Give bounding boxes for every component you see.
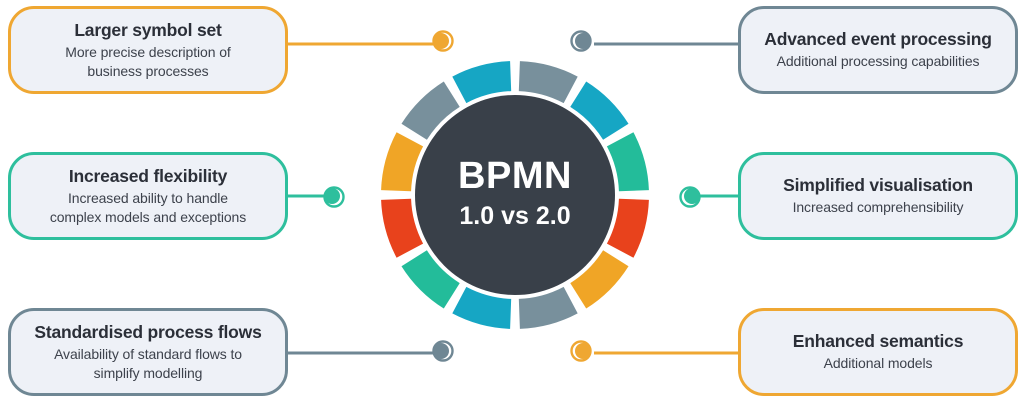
donut-segment <box>452 286 512 329</box>
card-subtitle: More precise description of business pro… <box>65 43 230 80</box>
connector-standardised-process-flows <box>288 340 454 362</box>
donut-segment <box>401 81 460 140</box>
card-subtitle-line2: simplify modelling <box>93 364 203 381</box>
card-subtitle: Additional processing capabilities <box>777 52 980 70</box>
central-donut: BPMN 1.0 vs 2.0 <box>377 57 653 333</box>
donut-svg <box>381 61 649 329</box>
donut-segment <box>452 61 512 104</box>
card-subtitle: Additional models <box>824 354 933 372</box>
donut-segment <box>381 132 424 192</box>
connector-increased-flexibility <box>288 186 345 208</box>
card-title: Larger symbol set <box>74 19 222 40</box>
card-title: Advanced event processing <box>764 29 992 50</box>
card-larger-symbol-set[interactable]: Larger symbol set More precise descripti… <box>8 6 288 94</box>
card-subtitle-line1: Additional processing capabilities <box>776 53 980 70</box>
donut-segment <box>518 286 578 329</box>
card-title: Standardised process flows <box>34 321 262 342</box>
card-title: Simplified visualisation <box>783 175 973 196</box>
card-subtitle-line2: complex models and exceptions <box>49 208 247 225</box>
donut-segment <box>518 61 578 104</box>
card-title: Increased flexibility <box>68 165 228 186</box>
card-advanced-event-processing[interactable]: Advanced event processing Additional pro… <box>738 6 1018 94</box>
card-subtitle-line1: Availability of standard flows to <box>54 346 242 363</box>
donut-hub-circle <box>415 95 615 295</box>
card-standardised-process-flows[interactable]: Standardised process flows Availability … <box>8 308 288 396</box>
donut-segment <box>381 198 424 258</box>
connector-simplified-visualisation <box>679 186 738 208</box>
donut-segment <box>606 198 649 258</box>
connector-advanced-event-processing <box>570 30 738 52</box>
donut-segment <box>401 250 460 309</box>
donut-segment <box>570 250 629 309</box>
card-subtitle-line1: Increased comprehensibility <box>792 199 964 216</box>
donut-segment <box>606 132 649 192</box>
card-subtitle-line1: Additional models <box>823 355 933 372</box>
card-subtitle: Increased ability to handle complex mode… <box>50 189 246 226</box>
card-subtitle-line2: business processes <box>87 62 209 79</box>
card-subtitle-line1: Increased ability to handle <box>68 190 228 207</box>
card-simplified-visualisation[interactable]: Simplified visualisation Increased compr… <box>738 152 1018 240</box>
card-increased-flexibility[interactable]: Increased flexibility Increased ability … <box>8 152 288 240</box>
donut-segments <box>381 61 649 329</box>
donut-segment <box>570 81 629 140</box>
card-enhanced-semantics[interactable]: Enhanced semantics Additional models <box>738 308 1018 396</box>
card-subtitle: Increased comprehensibility <box>793 198 964 216</box>
card-subtitle: Availability of standard flows to simpli… <box>54 345 242 382</box>
connector-larger-symbol-set <box>288 30 454 52</box>
card-title: Enhanced semantics <box>792 331 964 352</box>
connector-enhanced-semantics <box>570 340 738 362</box>
card-subtitle-line1: More precise description of <box>65 44 231 61</box>
